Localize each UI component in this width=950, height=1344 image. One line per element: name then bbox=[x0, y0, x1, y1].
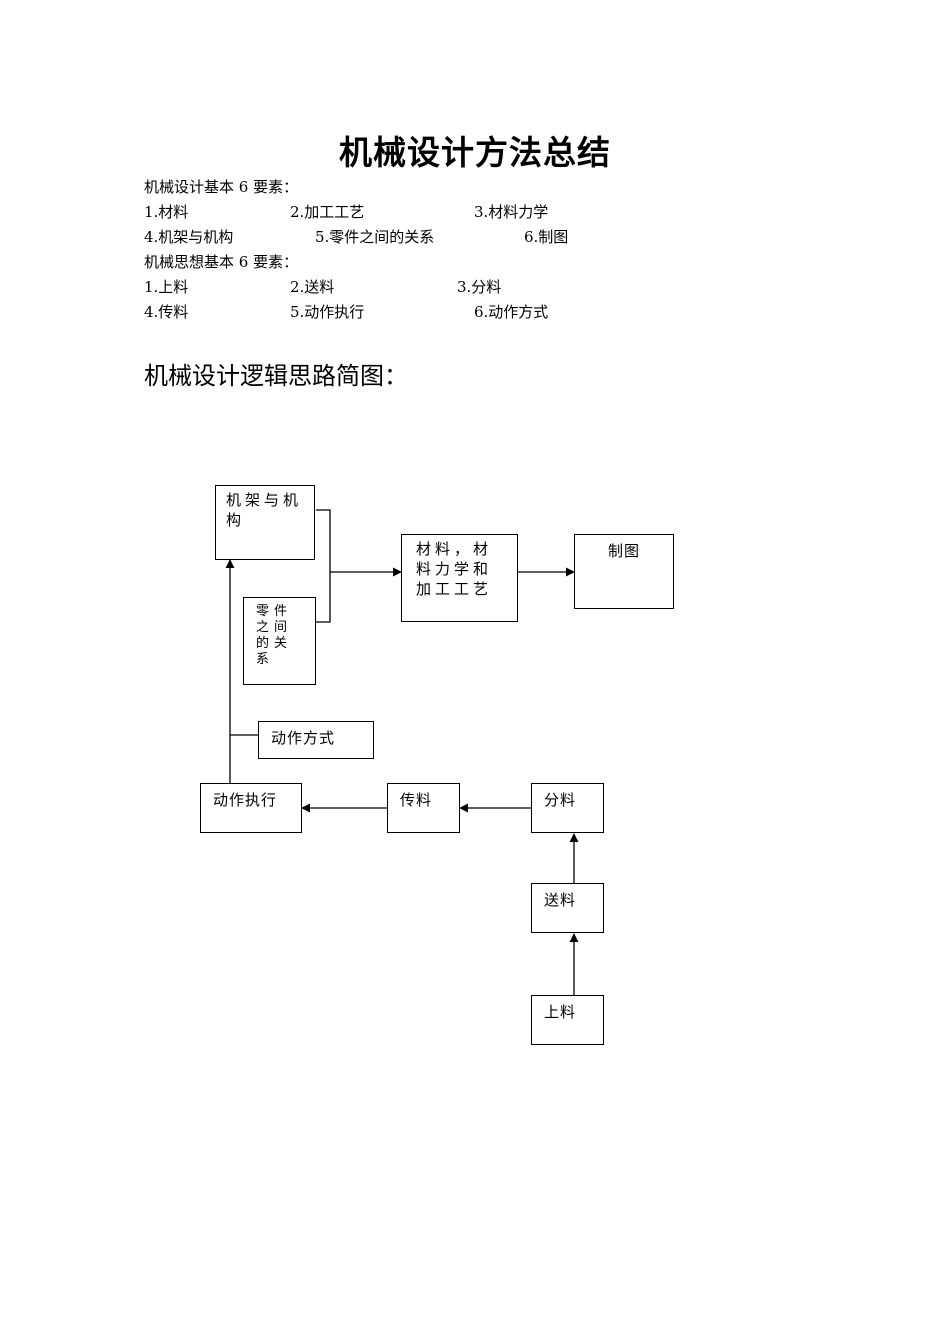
design-elements-heading: 机械设计基本 6 要素： bbox=[144, 178, 299, 196]
design-element-item: 5.零件之间的关系 bbox=[315, 228, 435, 246]
design-element-item: 6.制图 bbox=[524, 228, 569, 246]
design-element-item: 3.材料力学 bbox=[474, 203, 549, 221]
node-load: 上料 bbox=[531, 995, 604, 1045]
node-split: 分料 bbox=[531, 783, 604, 833]
design-element-item: 1.材料 bbox=[144, 203, 189, 221]
node-transfer: 传料 bbox=[387, 783, 460, 833]
node-frame-mechanism: 机架与机构 bbox=[215, 485, 315, 560]
design-element-item: 4.机架与机构 bbox=[144, 228, 234, 246]
thinking-element-item: 5.动作执行 bbox=[290, 303, 365, 321]
thinking-element-item: 6.动作方式 bbox=[474, 303, 549, 321]
node-action-exec: 动作执行 bbox=[200, 783, 302, 833]
design-element-item: 2.加工工艺 bbox=[290, 203, 365, 221]
thinking-element-item: 3.分料 bbox=[457, 278, 502, 296]
diagram-heading: 机械设计逻辑思路简图： bbox=[144, 362, 408, 390]
node-feed: 送料 bbox=[531, 883, 604, 933]
edge-frame-bracket bbox=[316, 509, 331, 623]
thinking-element-item: 2.送料 bbox=[290, 278, 335, 296]
node-parts-relation: 零件之间的关系 bbox=[243, 597, 316, 685]
thinking-element-item: 1.上料 bbox=[144, 278, 189, 296]
page-title: 机械设计方法总结 bbox=[339, 133, 611, 172]
thinking-elements-heading: 机械思想基本 6 要素： bbox=[144, 253, 299, 271]
node-materials: 材料，材料力学和加工工艺 bbox=[401, 534, 518, 622]
node-drawing: 制图 bbox=[574, 534, 674, 609]
thinking-element-item: 4.传料 bbox=[144, 303, 189, 321]
node-action-mode: 动作方式 bbox=[258, 721, 374, 759]
